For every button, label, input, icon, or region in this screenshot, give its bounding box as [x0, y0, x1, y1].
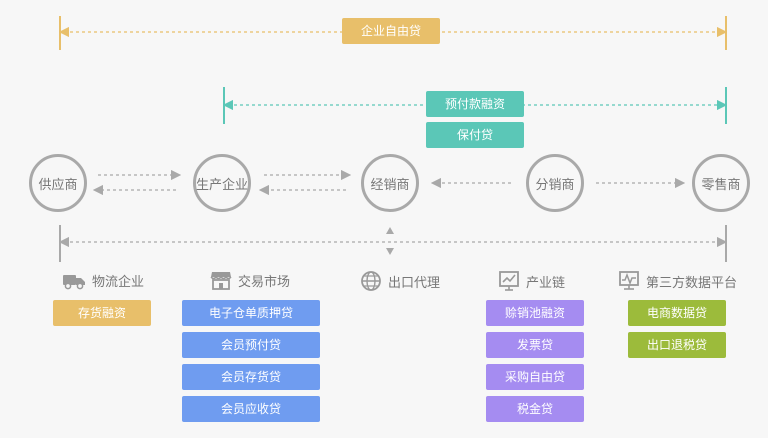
category-export-agent-label: 出口代理 — [388, 275, 441, 291]
guaranteed-payment-loan-tag: 保付贷 — [426, 122, 524, 148]
e-warehouse-receipt-loan-tag: 电子仓单质押贷 — [182, 300, 320, 326]
credit-sales-pool-financing-tag: 赊销池融资 — [486, 300, 584, 326]
node-manufacturer: 生产企业 — [193, 154, 251, 212]
truck-icon — [62, 270, 86, 290]
export-tax-refund-loan-tag: 出口退税贷 — [628, 332, 726, 358]
node-supplier: 供应商 — [29, 154, 87, 212]
member-prepay-loan-tag: 会员预付贷 — [182, 332, 320, 358]
node-sub-distributor: 分销商 — [526, 154, 584, 212]
member-inventory-loan-tag: 会员存货贷 — [182, 364, 320, 390]
monitor-pulse-icon — [618, 270, 640, 292]
category-export-agent: 出口代理 — [360, 270, 440, 292]
inventory-financing-tag: 存货融资 — [53, 300, 151, 326]
category-industry-chain: 产业链 — [498, 270, 565, 292]
category-trade-market-label: 交易市场 — [238, 274, 291, 290]
node-retailer: 零售商 — [692, 154, 750, 212]
invoice-loan-tag: 发票贷 — [486, 332, 584, 358]
category-logistics: 物流企业 — [62, 270, 144, 290]
store-icon — [210, 270, 232, 290]
category-third-party-data-label: 第三方数据平台 — [646, 275, 738, 291]
prepayment-financing-tag: 预付款融资 — [426, 91, 524, 117]
globe-icon — [360, 270, 382, 292]
chart-board-icon — [498, 270, 520, 292]
vertical-down-arrow — [386, 248, 394, 255]
category-logistics-label: 物流企业 — [92, 274, 145, 290]
vertical-up-arrow — [386, 227, 394, 234]
enterprise-free-loan-tag: 企业自由贷 — [342, 18, 440, 44]
tax-loan-tag: 税金贷 — [486, 396, 584, 422]
node-distributor: 经销商 — [361, 154, 419, 212]
category-trade-market: 交易市场 — [210, 270, 290, 290]
category-industry-chain-label: 产业链 — [526, 275, 566, 291]
member-receivable-loan-tag: 会员应收贷 — [182, 396, 320, 422]
category-third-party-data: 第三方数据平台 — [618, 270, 737, 292]
ecommerce-data-loan-tag: 电商数据贷 — [628, 300, 726, 326]
procurement-free-loan-tag: 采购自由贷 — [486, 364, 584, 390]
